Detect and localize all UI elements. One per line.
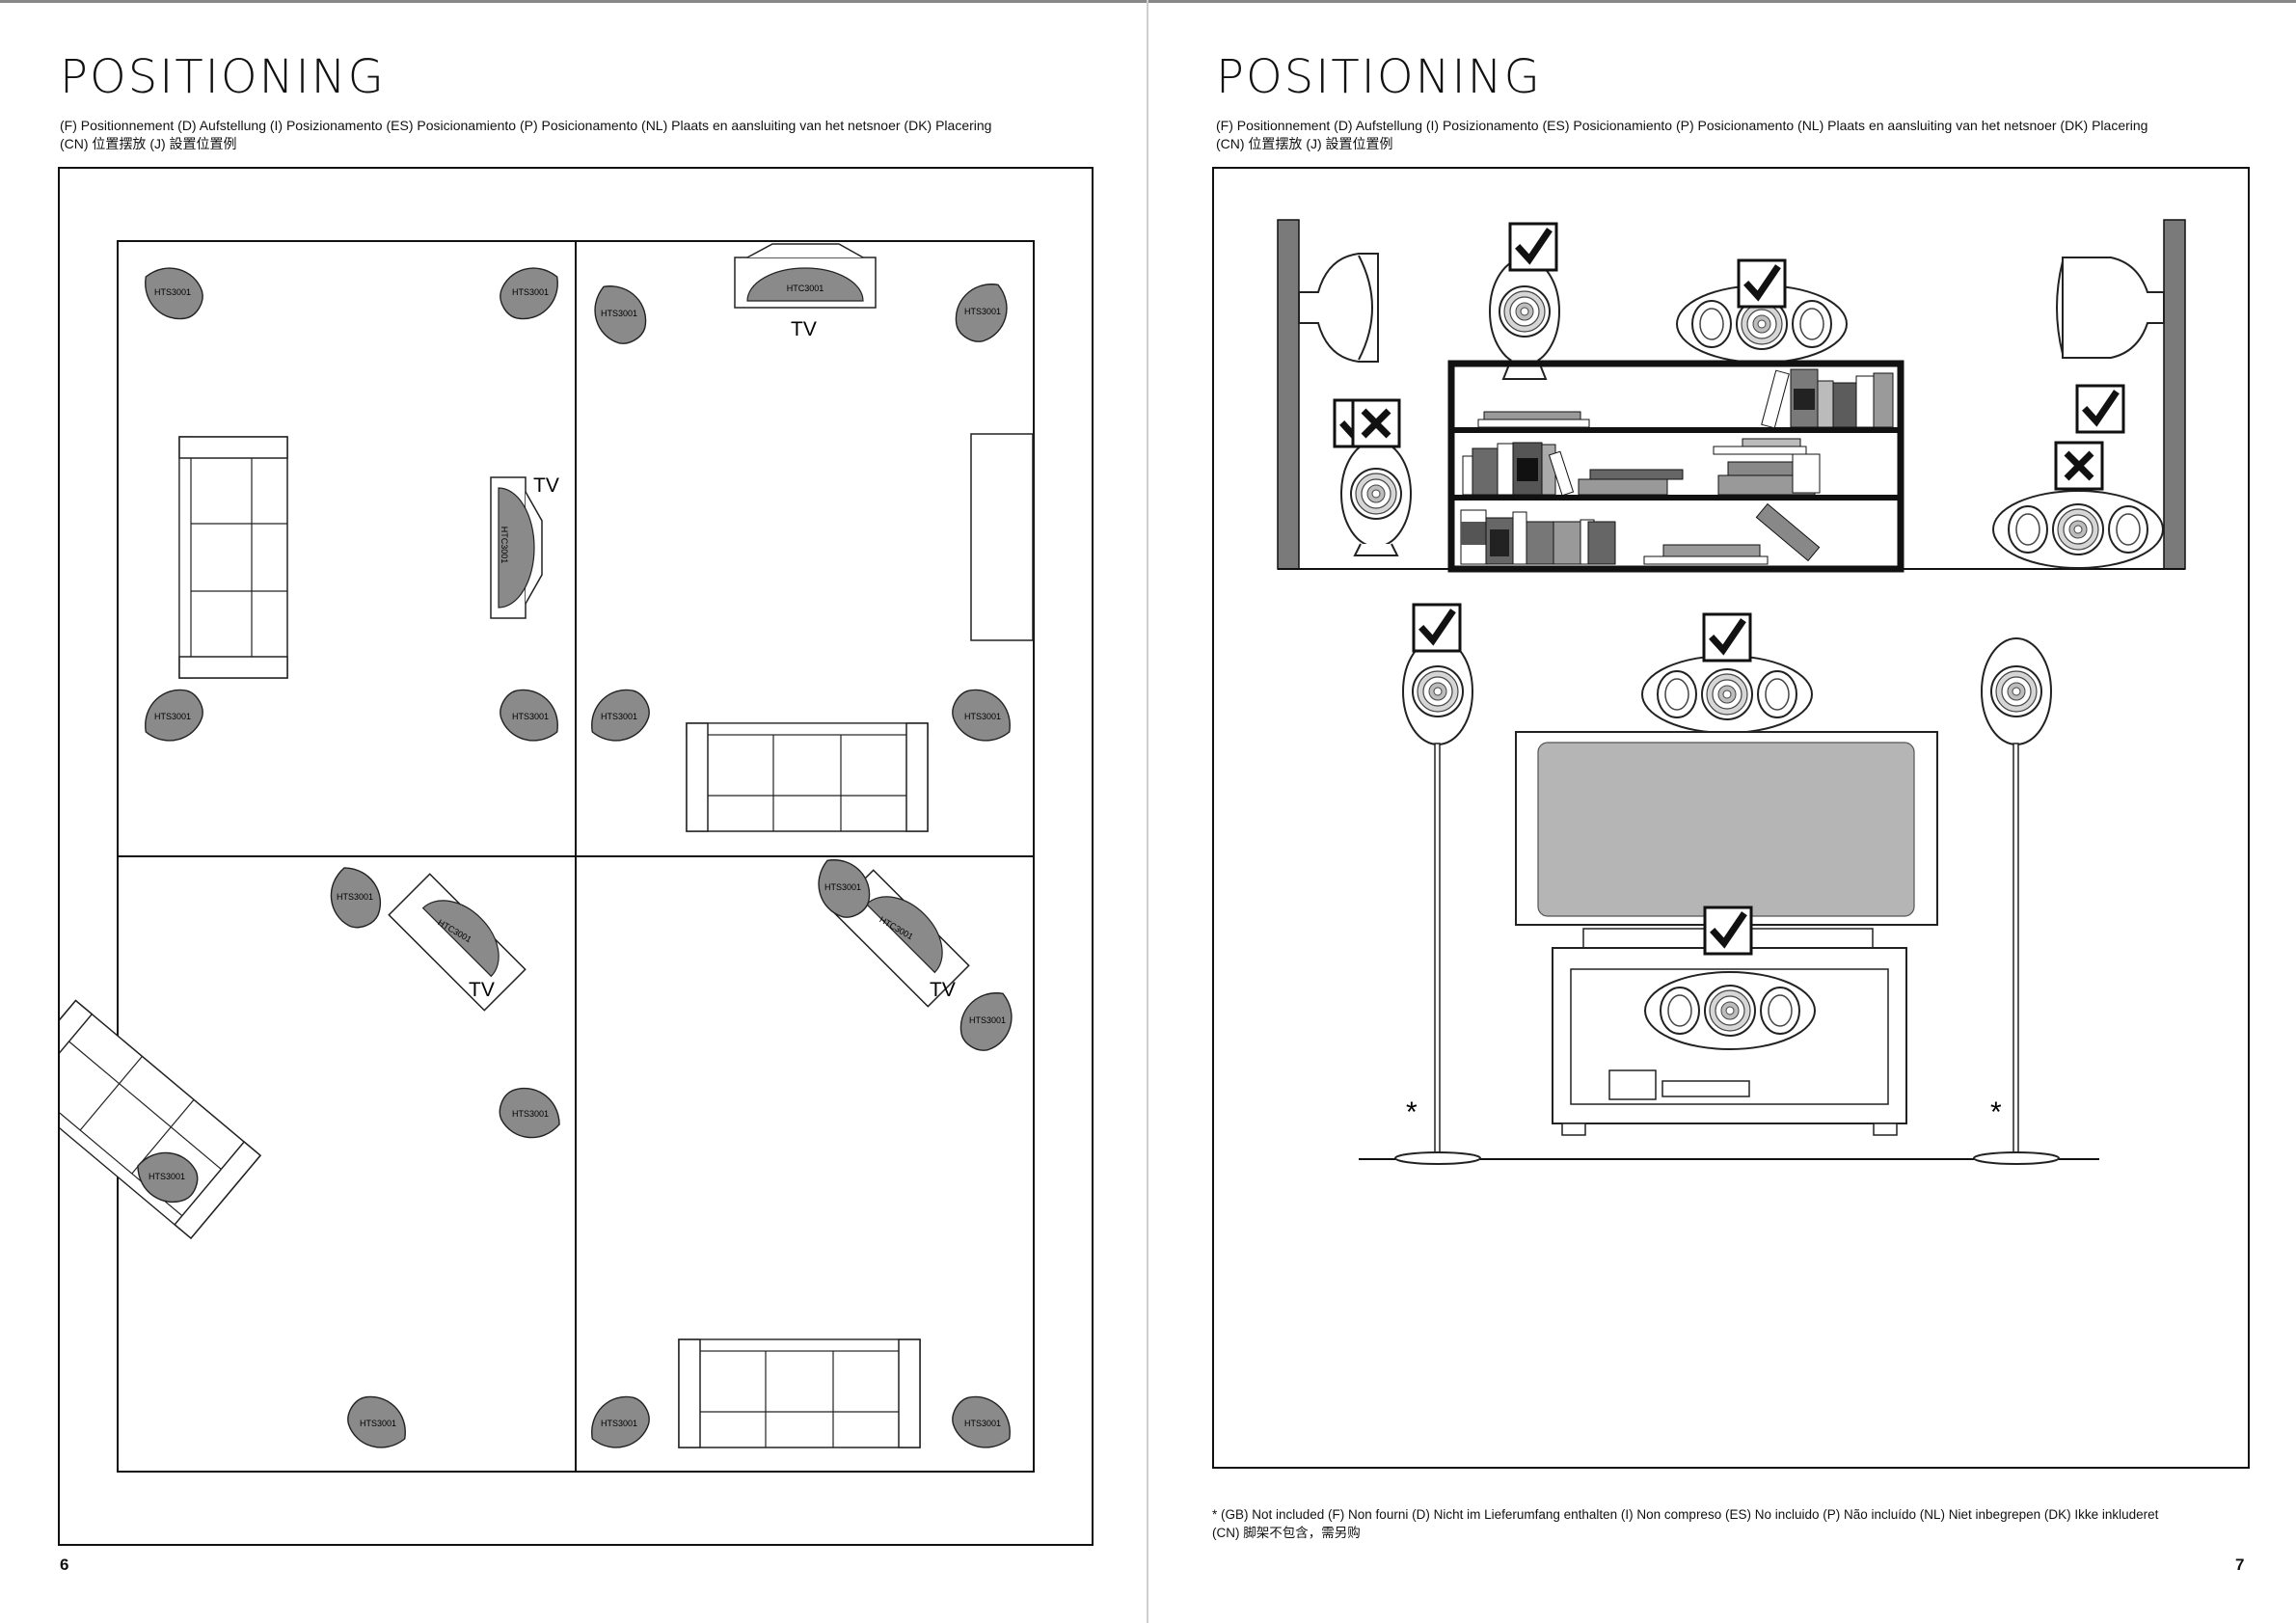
room-1-center-speaker: [498, 487, 535, 609]
left-page-number: 6: [60, 1555, 69, 1574]
surround-speaker-icon: HTS3001: [959, 992, 1013, 1051]
room-4-tv-label: TV: [930, 979, 956, 1001]
right-language-list: (F) Positionnement (D) Aufstellung (I) P…: [1216, 117, 2147, 153]
surround-speaker-icon: HTS3001: [500, 689, 558, 742]
surround-speaker-label: HTS3001: [154, 287, 191, 297]
left-language-line-1: (F) Positionnement (D) Aufstellung (I) P…: [60, 118, 992, 133]
footnote-line-2: (CN) 脚架不包含，需另购: [1212, 1526, 1361, 1540]
room-2-tv: HTC3001 TV: [734, 243, 877, 340]
surround-speaker-label: HTS3001: [824, 882, 861, 892]
room-1-center-speaker-label: HTC3001: [500, 527, 509, 564]
surround-speaker-icon: HTS3001: [591, 1395, 650, 1448]
left-page-title: POSITIONING: [60, 50, 386, 104]
placement-examples-diagram: * *: [1277, 219, 2186, 1165]
room-1-tv: HTC3001 TV: [490, 474, 559, 619]
surround-speaker-icon: HTS3001: [347, 1395, 406, 1448]
left-wall-speaker: [1298, 253, 1379, 363]
tv-top-center-check-icon: [1704, 614, 1750, 661]
right-stand-speaker: [1973, 638, 2060, 1165]
room-3-center-speaker: [421, 900, 500, 978]
surround-speaker-label: HTS3001: [512, 712, 549, 721]
surround-speaker-label: HTS3001: [337, 892, 373, 902]
left-wall: [1277, 219, 1300, 570]
room-4-center-speaker: [865, 896, 943, 974]
tv-top-center-speaker: [1642, 656, 1812, 733]
surround-speaker-label: HTS3001: [601, 309, 637, 318]
left-stand-not-included-marker: *: [1406, 1096, 1418, 1128]
surround-speaker-icon: HTS3001: [499, 1087, 560, 1139]
surround-speaker-label: HTS3001: [154, 712, 191, 721]
room-2-center-speaker-label: HTC3001: [787, 284, 824, 293]
television: [1515, 731, 1938, 949]
right-page-number: 7: [2235, 1555, 2245, 1574]
room-2-tv-label: TV: [791, 318, 817, 340]
room-1-tv-label: TV: [533, 474, 559, 497]
cabinet-center-speaker: [1645, 972, 1815, 1049]
surround-speaker-icon: HTS3001: [145, 689, 203, 742]
left-language-line-2: (CN) 位置摆放 (J) 設置位置例: [60, 136, 237, 151]
surround-speaker-icon: HTS3001: [952, 1395, 1011, 1448]
shelf-top-satellite-check-icon: [1510, 224, 1556, 270]
surround-speaker-label: HTS3001: [964, 712, 1001, 721]
surround-speaker-icon: HTS3001: [500, 267, 558, 320]
left-stand-speaker-check-icon: [1414, 605, 1460, 651]
surround-speaker-icon: HTS3001: [137, 1151, 199, 1204]
surround-speaker-icon: HTS3001: [594, 285, 647, 344]
surround-speaker-label: HTS3001: [964, 1419, 1001, 1428]
surround-speaker-icon: HTS3001: [330, 867, 382, 929]
floor-center-speaker-wrong: [1993, 491, 2163, 568]
room-3-tv-label: TV: [469, 979, 495, 1001]
floor-satellite-cross-icon: [1353, 400, 1399, 446]
surround-speaker-label: HTS3001: [601, 1419, 637, 1428]
right-page: POSITIONING (F) Positionnement (D) Aufst…: [1148, 0, 2296, 1623]
room-layouts-frame: HTC3001 TV HTC3001 TV HTC3001 TV: [58, 167, 1094, 1546]
surround-speaker-label: HTS3001: [512, 1109, 549, 1119]
right-page-title: POSITIONING: [1216, 50, 1542, 104]
bookshelf: [1447, 360, 1904, 573]
right-wall: [2163, 219, 2186, 570]
surround-speaker-label: HTS3001: [601, 712, 637, 721]
surround-speaker-label: HTS3001: [969, 1015, 1006, 1025]
right-language-line-2: (CN) 位置摆放 (J) 設置位置例: [1216, 136, 1393, 151]
surround-speaker-icon: HTS3001: [591, 689, 650, 742]
shelf-top-center-check-icon: [1739, 260, 1785, 307]
room-1-sofa: [178, 436, 288, 679]
surround-speaker-icon: HTS3001: [145, 267, 203, 320]
right-language-line-1: (F) Positionnement (D) Aufstellung (I) P…: [1216, 118, 2148, 133]
right-stand-not-included-marker: *: [1990, 1096, 2002, 1128]
cabinet-center-check-icon: [1705, 907, 1751, 954]
room-3-tv: HTC3001 TV: [388, 873, 527, 1012]
surround-speaker-icon: HTS3001: [818, 859, 871, 918]
page-fold: [1147, 0, 1148, 1623]
room-3-sofa: [60, 999, 261, 1239]
room-2-side-unit: [970, 433, 1034, 641]
left-page: POSITIONING (F) Positionnement (D) Aufst…: [58, 50, 1094, 1574]
floor-satellite-speaker-wrong: [1341, 441, 1411, 556]
room-4-sofa: [678, 1339, 921, 1448]
floor-center-cross-icon: [2056, 443, 2102, 489]
right-wall-speaker-check-icon: [2077, 386, 2123, 432]
placement-examples-frame: * *: [1212, 167, 2250, 1469]
room-2-center-speaker: [746, 267, 864, 302]
television-screen: [1537, 742, 1915, 917]
surround-speaker-label: HTS3001: [512, 287, 549, 297]
room-2-sofa: [686, 722, 929, 832]
surround-speaker-icon: HTS3001: [955, 284, 1008, 342]
footnote-line-1: * (GB) Not included (F) Non fourni (D) N…: [1212, 1507, 2159, 1522]
not-included-footnote: * (GB) Not included (F) Non fourni (D) N…: [1212, 1505, 2158, 1542]
surround-speaker-icon: HTS3001: [952, 689, 1011, 742]
room-layouts-diagram: HTC3001 TV HTC3001 TV HTC3001 TV: [60, 240, 1035, 1473]
left-language-list: (F) Positionnement (D) Aufstellung (I) P…: [60, 117, 991, 153]
left-stand-speaker: [1394, 638, 1481, 1165]
surround-speaker-label: HTS3001: [360, 1419, 396, 1428]
right-wall-speaker: [2056, 257, 2165, 359]
surround-speaker-label: HTS3001: [964, 307, 1001, 316]
surround-speaker-label: HTS3001: [149, 1172, 185, 1181]
